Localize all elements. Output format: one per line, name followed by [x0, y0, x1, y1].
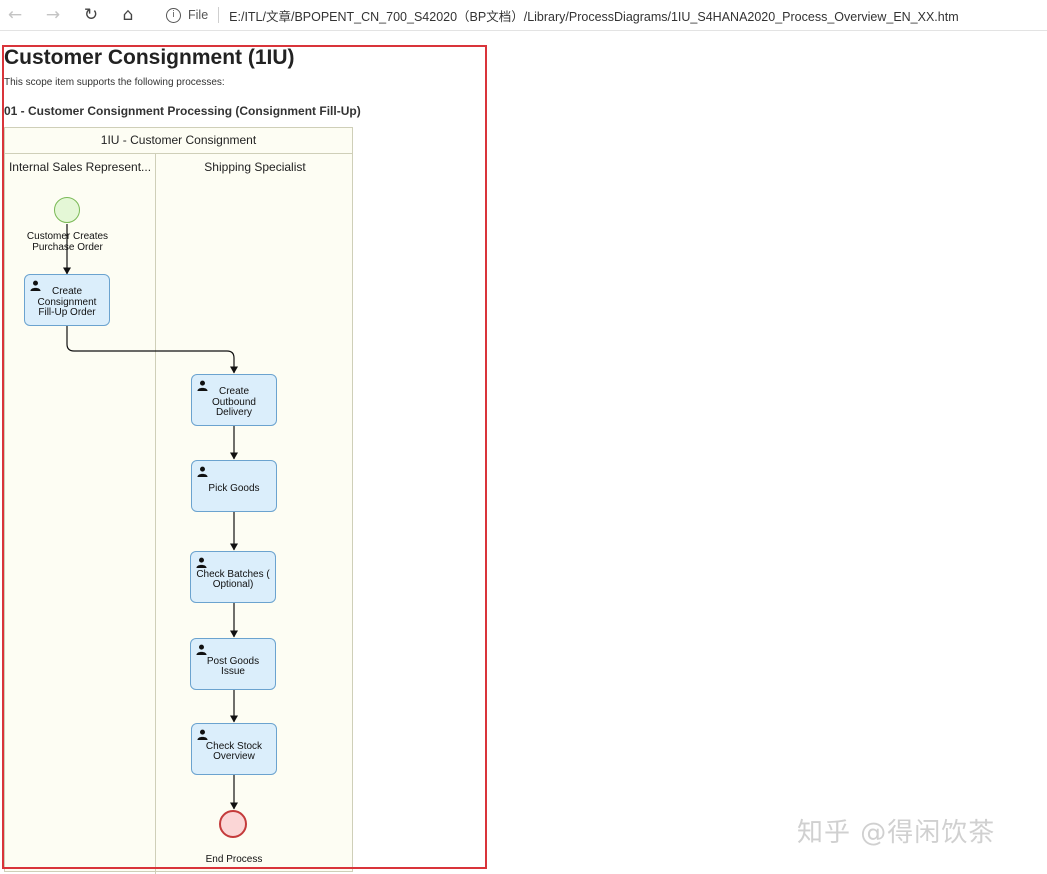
sequence-flows: [63, 224, 238, 810]
browser-toolbar: ← → ↻ ⌂ i File E:/ITL/文章/BPOPENT_CN_700_…: [0, 0, 1047, 31]
task-pick-goods[interactable]: Pick Goods: [191, 460, 277, 512]
task-label: Create Outbound Delivery: [212, 386, 256, 419]
file-scheme-label: File: [188, 8, 209, 22]
home-icon[interactable]: ⌂: [122, 5, 134, 25]
task-check-stock-overview[interactable]: Check Stock Overview: [191, 723, 277, 775]
pool-title: 1IU - Customer Consignment: [5, 128, 352, 154]
process-pool: 1IU - Customer Consignment Internal Sale…: [4, 127, 353, 874]
address-separator: [218, 7, 220, 23]
forward-icon[interactable]: →: [45, 5, 61, 25]
end-event[interactable]: [219, 810, 247, 838]
watermark: 知乎 @得闲饮茶: [797, 818, 996, 848]
lane-label-shipping: Shipping Specialist: [204, 160, 306, 174]
user-icon: [197, 729, 208, 740]
task-check-batches[interactable]: Check Batches ( Optional): [190, 551, 276, 603]
reload-icon[interactable]: ↻: [83, 5, 99, 25]
info-icon[interactable]: i: [166, 7, 181, 23]
back-icon[interactable]: ←: [7, 5, 23, 25]
address-bar[interactable]: i File E:/ITL/文章/BPOPENT_CN_700_S42020（B…: [160, 3, 1040, 27]
start-event-label: Customer Creates Purchase Order: [26, 231, 109, 253]
flow-order-to-delivery: [66, 326, 238, 374]
task-label: Pick Goods: [208, 482, 260, 494]
intro-text: This scope item supports the following p…: [4, 77, 225, 88]
user-icon: [30, 280, 41, 291]
task-label: Post Goods Issue: [206, 655, 260, 677]
lane-divider: [155, 154, 156, 874]
task-label: Check Stock Overview: [205, 740, 263, 762]
page-title: Customer Consignment (1IU): [4, 46, 295, 69]
user-icon: [196, 557, 207, 568]
process-heading: 01 - Customer Consignment Processing (Co…: [4, 104, 361, 118]
task-label: Check Batches ( Optional): [196, 568, 270, 590]
task-create-outbound-delivery[interactable]: Create Outbound Delivery: [191, 374, 277, 426]
url-text[interactable]: E:/ITL/文章/BPOPENT_CN_700_S42020（BP文档）/Li…: [229, 9, 959, 24]
end-event-label: End Process: [205, 854, 263, 865]
start-event[interactable]: [54, 197, 80, 223]
user-icon: [196, 644, 207, 655]
user-icon: [197, 466, 208, 477]
lane-label-sales: Internal Sales Represent...: [8, 160, 152, 174]
task-label: Create Consignment Fill-Up Order: [37, 286, 97, 319]
task-create-consignment-fill-up-order[interactable]: Create Consignment Fill-Up Order: [24, 274, 110, 326]
task-post-goods-issue[interactable]: Post Goods Issue: [190, 638, 276, 690]
user-icon: [197, 380, 208, 391]
